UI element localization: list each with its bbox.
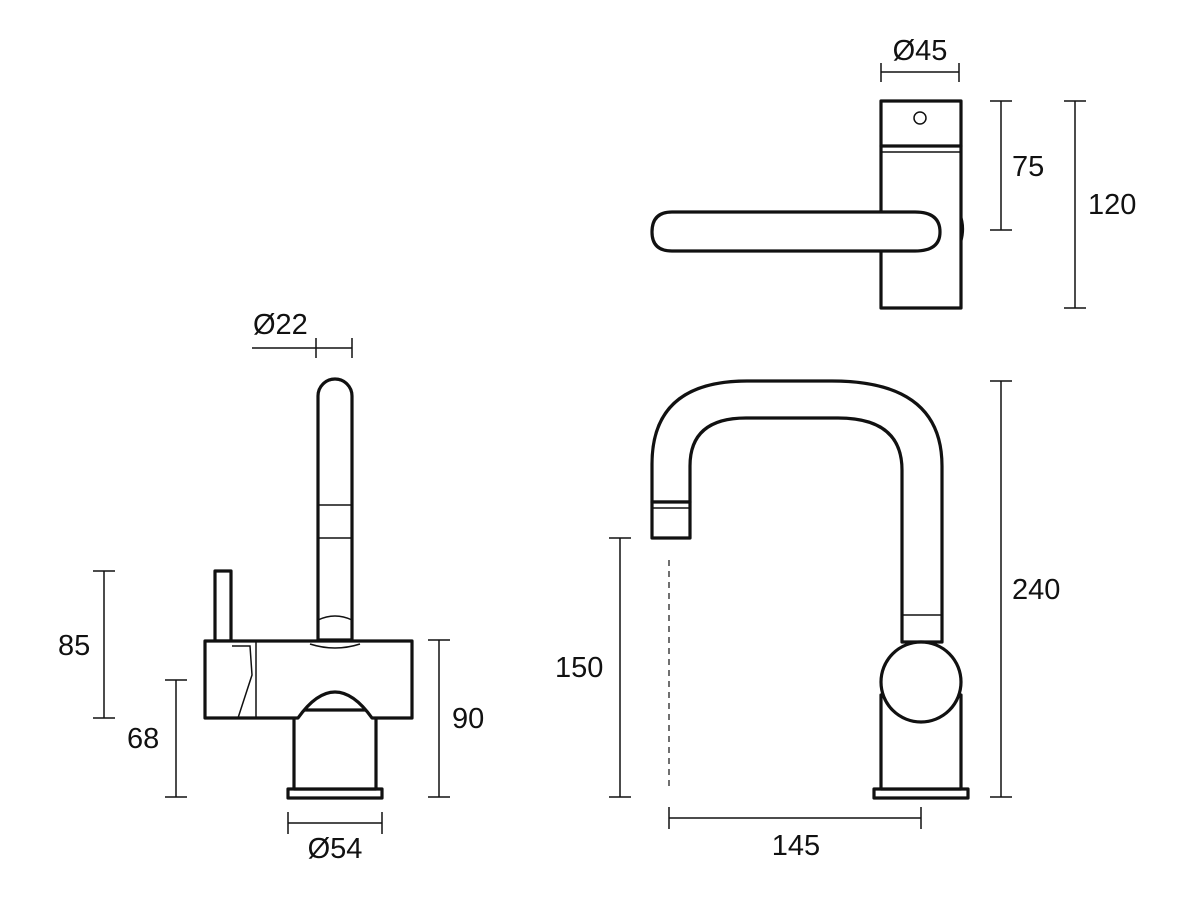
- dim-overall-depth: 120: [1064, 100, 1136, 309]
- dim-base-diameter: Ø54: [287, 812, 383, 865]
- dim-body-depth: 75: [990, 100, 1044, 231]
- dim-body-height: 68: [127, 679, 187, 798]
- dim-base-diameter-label: Ø54: [308, 833, 363, 865]
- top-view-body: [879, 99, 963, 310]
- side-view-body: [203, 639, 414, 720]
- front-view-spout: [650, 379, 944, 644]
- top-view-spout: [650, 210, 942, 253]
- dim-spout-clearance-label: 150: [555, 652, 603, 684]
- top-view: Ø45 75 120: [650, 35, 1136, 310]
- dim-total-body-height: 90: [428, 639, 484, 798]
- dim-spout-diameter-label: Ø22: [253, 309, 308, 341]
- dim-body-depth-label: 75: [1012, 151, 1044, 183]
- dim-lever-height: 85: [58, 570, 115, 719]
- side-view: Ø22 85 68 90 Ø54: [58, 309, 484, 865]
- dim-overall-height: 240: [990, 380, 1060, 798]
- dim-overall-depth-label: 120: [1088, 189, 1136, 221]
- dim-total-body-height-label: 90: [452, 703, 484, 735]
- dim-spout-reach: 145: [668, 807, 922, 862]
- side-view-base-column: [292, 708, 378, 791]
- front-view: 150 240 145: [555, 379, 1060, 862]
- front-view-body-disc: [879, 640, 963, 724]
- side-view-spout-riser: [316, 377, 354, 642]
- dim-spout-clearance: 150: [555, 537, 631, 798]
- dim-handle-diameter: Ø45: [880, 35, 960, 82]
- dim-overall-height-label: 240: [1012, 574, 1060, 606]
- side-view-lever: [213, 569, 233, 643]
- front-view-base-column: [879, 693, 963, 791]
- dim-spout-reach-label: 145: [772, 830, 820, 862]
- dim-body-height-label: 68: [127, 723, 159, 755]
- top-view-indicator-hole: [913, 111, 927, 125]
- dim-lever-height-label: 85: [58, 630, 90, 662]
- dim-spout-diameter: Ø22: [252, 309, 353, 358]
- dim-handle-diameter-label: Ø45: [893, 35, 948, 67]
